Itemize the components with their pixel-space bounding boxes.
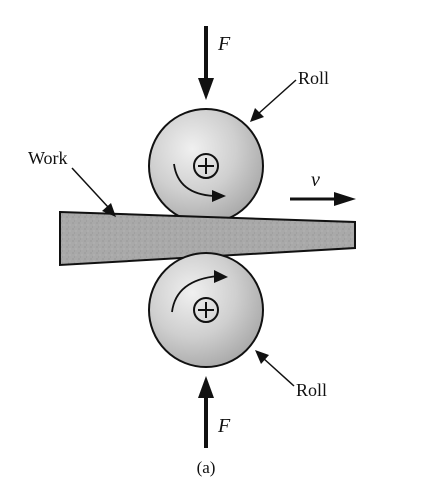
work-leader — [71, 167, 116, 217]
circled-plus-icon — [193, 153, 219, 179]
figure-caption: (a) — [197, 458, 216, 477]
force-arrow-bottom — [198, 376, 214, 448]
force-arrow-top — [198, 26, 214, 100]
velocity-arrow — [290, 192, 356, 206]
rotation-arrow-bottom-icon — [171, 270, 228, 313]
force-label-top: F — [217, 33, 231, 55]
roll-top-leader — [250, 79, 297, 122]
work-piece — [59, 210, 356, 267]
rotation-arrow-top-icon — [173, 163, 226, 202]
force-label-bottom: F — [217, 415, 231, 437]
roll-bottom-leader — [255, 350, 295, 387]
circled-plus-icon — [193, 297, 219, 323]
work-label: Work — [28, 148, 68, 168]
roll-label-top: Roll — [298, 68, 329, 88]
velocity-label: v — [311, 169, 320, 191]
roll-label-bottom: Roll — [296, 380, 327, 400]
